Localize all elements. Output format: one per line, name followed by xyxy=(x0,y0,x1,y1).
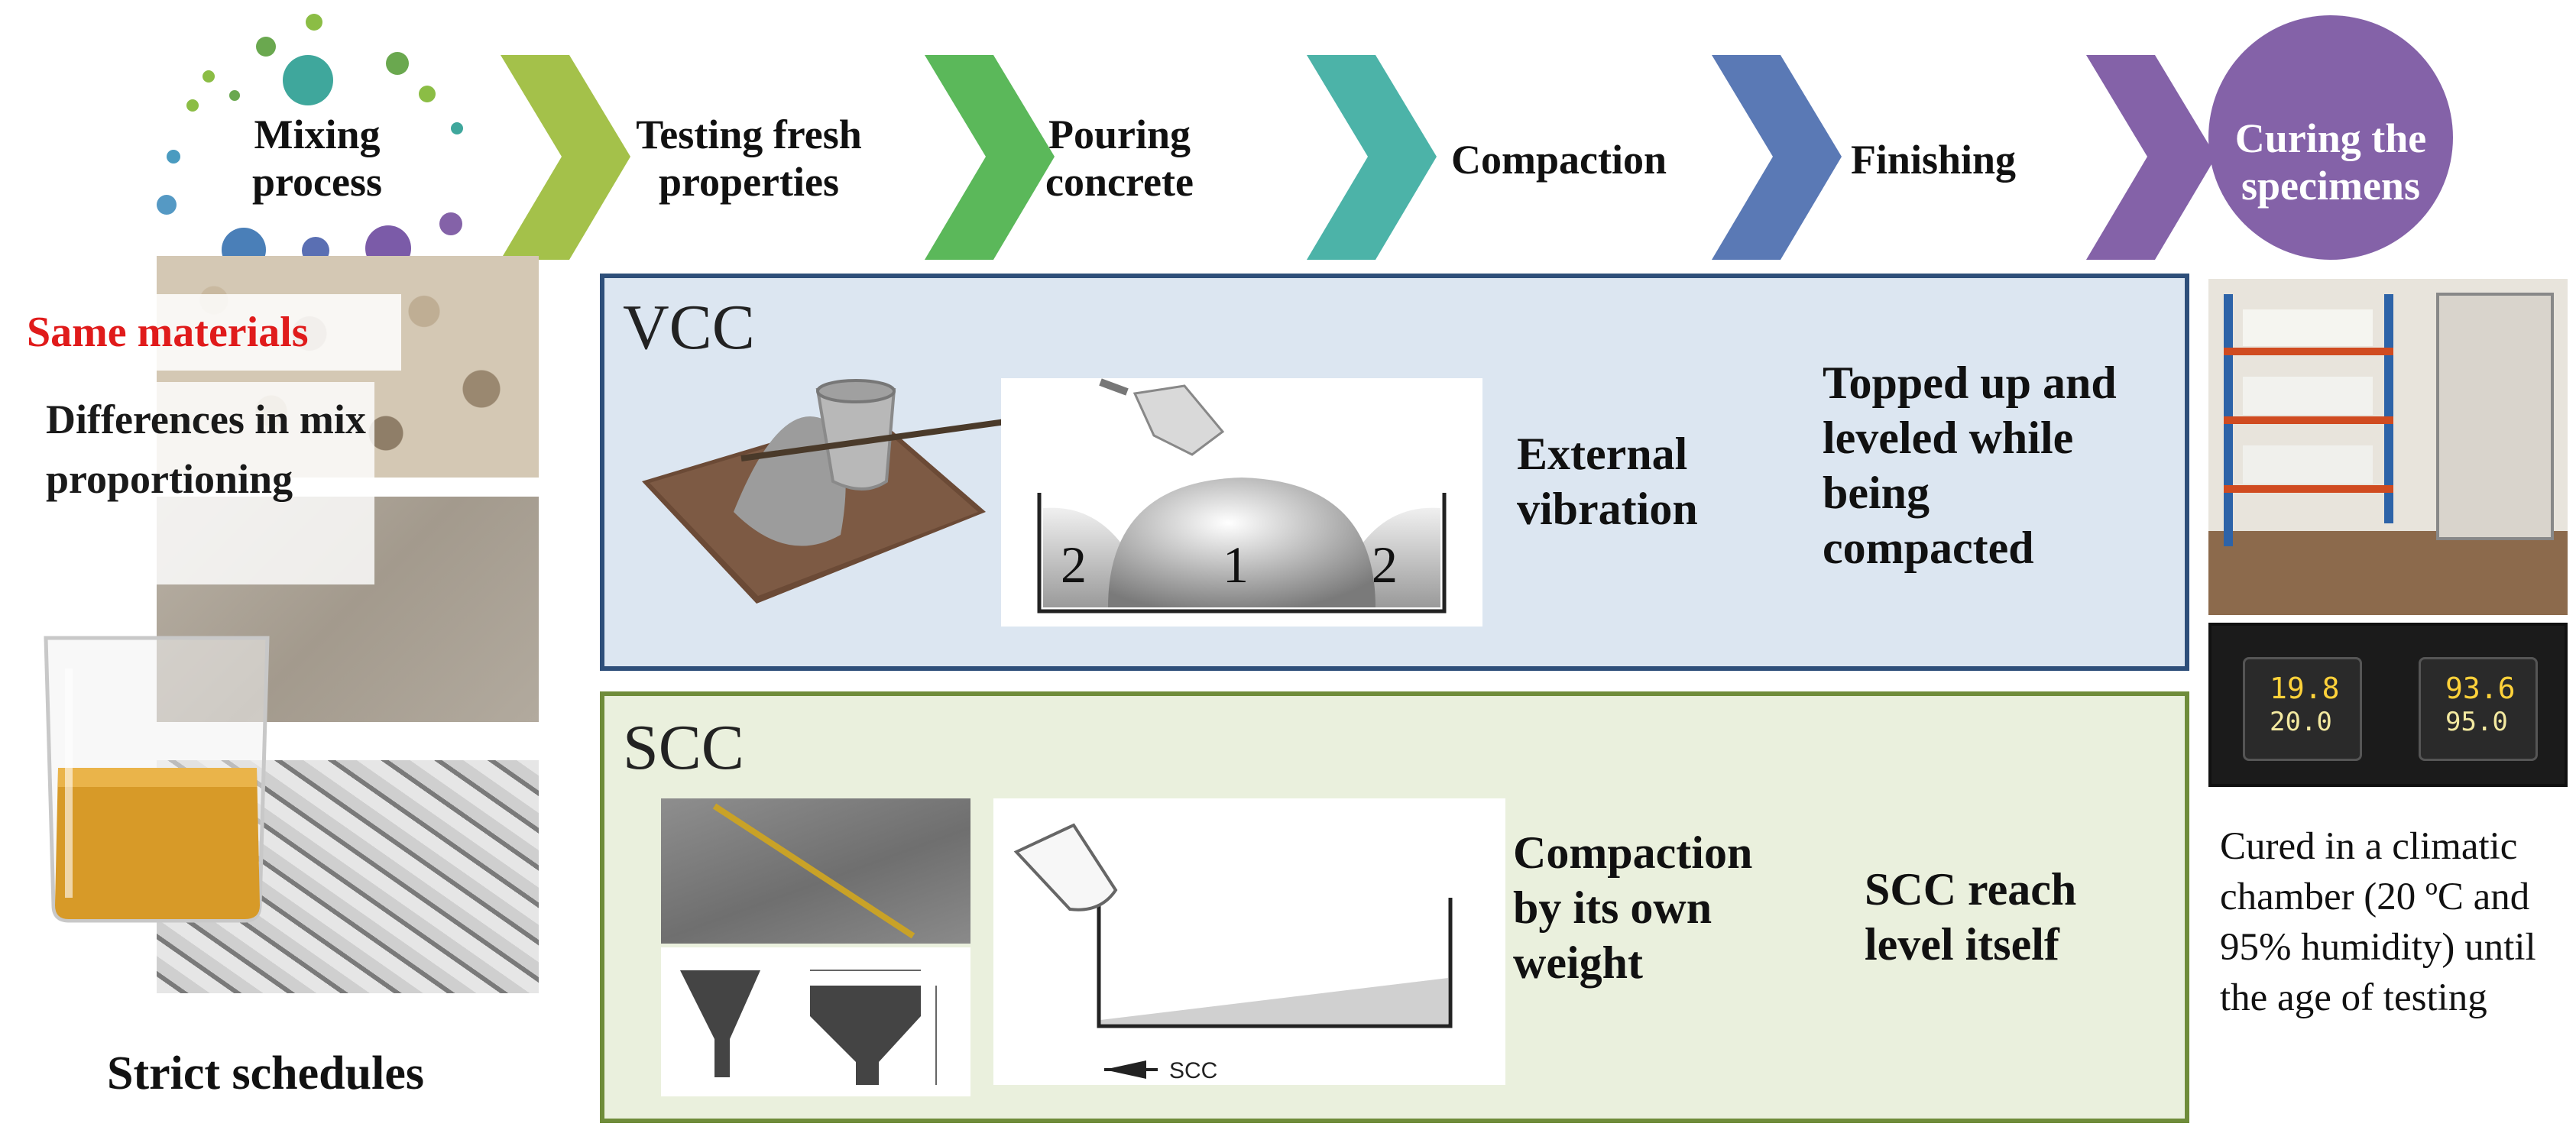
chevron-curing xyxy=(2086,55,2216,260)
vcc-label-1: 1 xyxy=(1223,535,1249,595)
differences-label: Differences in mix proportioning xyxy=(15,382,374,584)
step-compaction-label: Compaction xyxy=(1421,136,1696,183)
controller-left-top-readout: 19.8 xyxy=(2270,672,2340,705)
bubble xyxy=(386,52,409,75)
beaker-icon xyxy=(15,623,298,928)
climatic-chamber-photo xyxy=(2208,279,2568,615)
step-testing-label: Testing fresh properties xyxy=(588,111,909,206)
scc-finishing: SCC reach level itself xyxy=(1865,862,2147,972)
step-mixing-label: Mixing process xyxy=(222,111,413,206)
controller-right-top-readout: 93.6 xyxy=(2445,672,2516,705)
vcc-cone-photo xyxy=(627,367,1024,619)
controller-right: 93.6 95.0 xyxy=(2419,657,2538,761)
bubble xyxy=(283,55,333,105)
vcc-title: VCC xyxy=(623,290,755,364)
scc-rod xyxy=(661,798,970,944)
bubble xyxy=(439,212,462,235)
scc-diagram-label: SCC xyxy=(1169,1058,1217,1084)
scc-title: SCC xyxy=(623,711,744,785)
controller-left: 19.8 20.0 xyxy=(2243,657,2362,761)
vcc-finishing: Topped up and leveled while being compac… xyxy=(1823,355,2128,575)
scc-method: Compaction by its own weight xyxy=(1513,825,1803,990)
scc-funnel-drawing xyxy=(661,947,970,1096)
bubble xyxy=(167,150,180,164)
scc-schematic xyxy=(993,798,1505,1085)
chevron-compaction xyxy=(1307,55,1437,260)
bubble xyxy=(229,90,240,101)
step-finishing-label: Finishing xyxy=(1819,136,2048,183)
bubble xyxy=(256,37,276,57)
vcc-label-2-left: 2 xyxy=(1061,535,1087,595)
bubble xyxy=(157,195,177,215)
vcc-label-2-right: 2 xyxy=(1372,535,1398,595)
same-materials-label: Same materials xyxy=(4,294,401,371)
bubble xyxy=(186,99,199,112)
controller-right-bottom-readout: 95.0 xyxy=(2445,707,2508,737)
vcc-method: External vibration xyxy=(1517,426,1746,536)
bubble xyxy=(419,86,436,102)
curing-caption: Cured in a climatic chamber (20 ºC and 9… xyxy=(2220,821,2571,1023)
step-pouring-label: Pouring concrete xyxy=(1009,111,1230,206)
strict-schedules-label: Strict schedules xyxy=(107,1047,535,1100)
controller-left-bottom-readout: 20.0 xyxy=(2270,707,2332,737)
step-curing-label: Curing the specimens xyxy=(2216,115,2445,209)
bubble xyxy=(451,122,463,134)
bubble xyxy=(203,70,215,83)
bubble xyxy=(306,14,322,31)
